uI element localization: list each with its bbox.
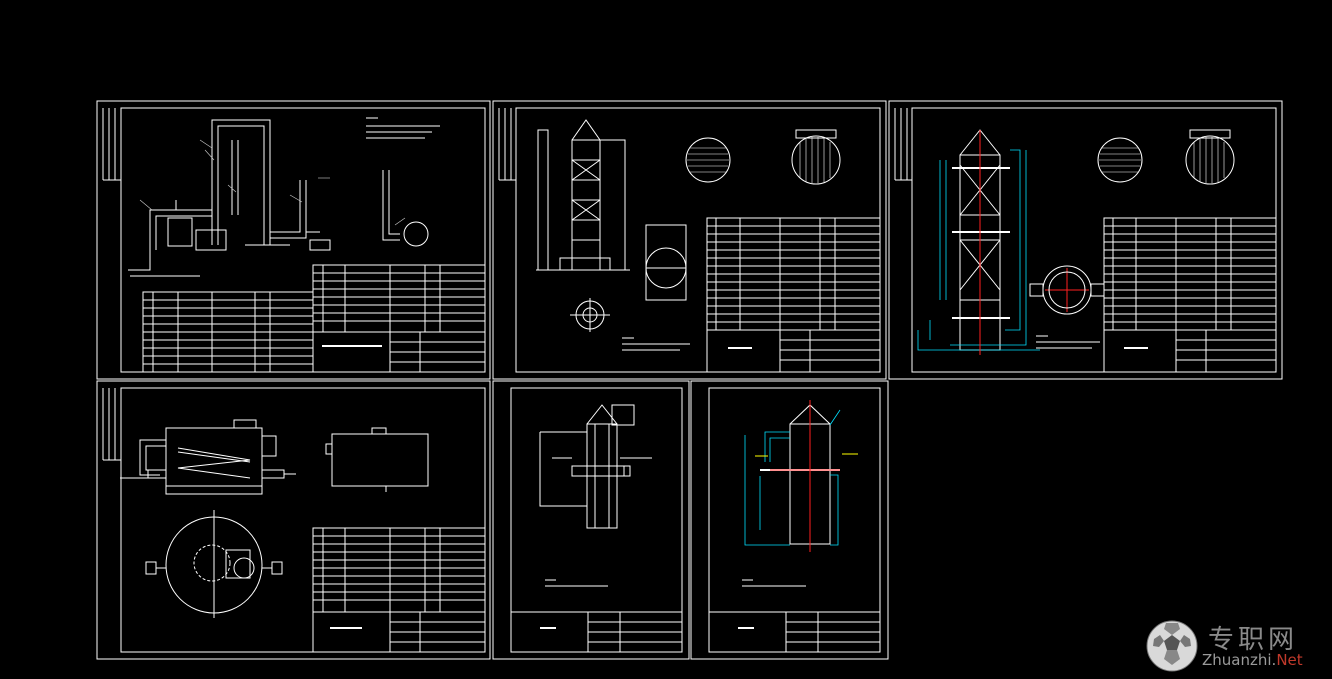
sheet-2-notes bbox=[622, 337, 690, 351]
sheet-1-title-block bbox=[312, 331, 486, 373]
watermark-text-cn: 专职网 bbox=[1208, 625, 1299, 655]
sheet-1-pipe-network bbox=[128, 119, 429, 277]
sheet-4-vessel-plan bbox=[145, 510, 283, 618]
sheet-1-notes bbox=[366, 117, 440, 139]
sheet-3-cyan-piping bbox=[917, 149, 1040, 351]
sheet-3-parts-list bbox=[1103, 217, 1277, 331]
sheet-1-border bbox=[96, 100, 491, 380]
sheet-4-frame bbox=[120, 387, 486, 653]
sheet-3-notes bbox=[1036, 335, 1100, 349]
sheet-3-binding-strip bbox=[894, 108, 912, 181]
sheet-6-head-detail-colored[interactable] bbox=[690, 380, 889, 660]
watermark-text-en-suffix: Net bbox=[1276, 651, 1303, 669]
sheet-6-yellow-labels bbox=[755, 453, 858, 457]
sheet-2-frame bbox=[515, 107, 881, 373]
sheet-4-parts-list bbox=[312, 527, 486, 613]
sheet-6-notes bbox=[742, 579, 806, 587]
sheet-4-border bbox=[96, 380, 491, 660]
sheet-2-plate-section bbox=[645, 224, 687, 301]
watermark-text-en-main: Zhuanzhi. bbox=[1202, 651, 1277, 669]
sheet-4-binding-strip bbox=[102, 388, 121, 461]
watermark: 专职网 Zhuanzhi.Net bbox=[1144, 619, 1324, 673]
sheet-2-parts-list bbox=[706, 217, 881, 331]
sheet-3-title-block bbox=[1103, 329, 1277, 373]
sheet-4-vessel-elevation bbox=[120, 419, 296, 495]
sheet-3-red-centerline bbox=[979, 130, 1089, 355]
sheet-2-column-elevation bbox=[536, 119, 630, 332]
sheet-1-piping-layout[interactable] bbox=[96, 100, 491, 380]
sheet-3-plate-views bbox=[1097, 129, 1235, 185]
sheet-2-border bbox=[492, 100, 887, 380]
sheet-6-title-block bbox=[708, 611, 881, 653]
sheet-6-section-view bbox=[760, 404, 840, 545]
sheet-3-column-elevation bbox=[952, 129, 1010, 351]
sheet-5-head-detail[interactable] bbox=[492, 380, 690, 660]
watermark-text-en: Zhuanzhi.Net bbox=[1202, 651, 1303, 669]
sheet-6-cyan-lines bbox=[744, 409, 841, 546]
sheet-1-leaders bbox=[139, 139, 406, 226]
sheet-4-title-block bbox=[312, 611, 486, 653]
sheet-4-reboiler-assembly[interactable] bbox=[96, 380, 491, 660]
sheet-1-binding-strip bbox=[102, 108, 121, 181]
sheet-3-column-assembly-colored[interactable] bbox=[888, 100, 1283, 380]
sheet-5-section-view bbox=[539, 404, 652, 529]
soccer-ball-globe-icon bbox=[1146, 620, 1198, 672]
sheet-4-side-view bbox=[325, 427, 429, 492]
sheet-1-parts-list bbox=[142, 264, 486, 373]
sheet-3-border bbox=[888, 100, 1283, 380]
sheet-5-border bbox=[492, 380, 690, 660]
sheet-2-column-assembly[interactable] bbox=[492, 100, 887, 380]
sheet-6-red-centerline bbox=[770, 400, 840, 552]
sheet-5-notes bbox=[545, 579, 608, 587]
sheet-2-plate-views bbox=[685, 129, 841, 185]
sheet-5-title-block bbox=[510, 611, 683, 653]
sheet-2-binding-strip bbox=[498, 108, 516, 181]
sheet-6-border bbox=[690, 380, 889, 660]
sheet-2-title-block bbox=[706, 329, 881, 373]
